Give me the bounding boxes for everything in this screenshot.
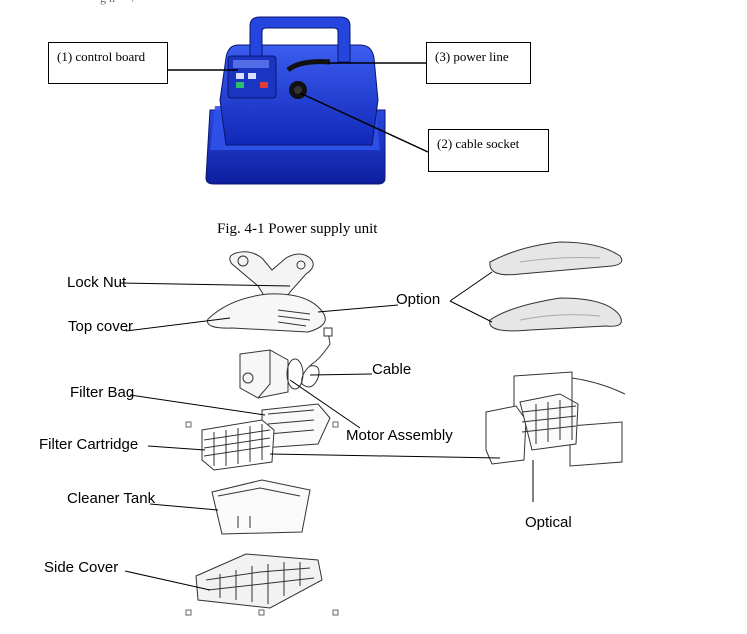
leader-lines bbox=[119, 271, 534, 591]
motor-assembly-part bbox=[239, 349, 304, 399]
figure-caption: Fig. 4-1 Power supply unit bbox=[217, 221, 378, 237]
label-top-cover: Top cover bbox=[68, 318, 134, 335]
label-cable: Cable bbox=[372, 361, 412, 378]
label-side-cover: Side Cover bbox=[44, 559, 119, 576]
power-supply-unit-drawing bbox=[168, 16, 429, 185]
side-cover-part bbox=[195, 553, 323, 609]
selection-handles bbox=[185, 421, 339, 616]
top-cover-part bbox=[207, 293, 326, 333]
clipped-text-fragment: g n · · / · · · · bbox=[100, 0, 163, 6]
option-part-upper bbox=[489, 241, 623, 276]
lock-nut-part bbox=[229, 251, 314, 305]
callout-power-line: (3) power line bbox=[426, 42, 531, 84]
callout-cable-socket-text: (2) cable socket bbox=[437, 136, 520, 151]
label-motor-assembly: Motor Assembly bbox=[346, 427, 453, 444]
callout-control-board-text: (1) control board bbox=[57, 49, 146, 64]
label-filter-cartridge: Filter Cartridge bbox=[39, 436, 139, 453]
power-line bbox=[286, 59, 331, 73]
option-part-lower bbox=[489, 297, 622, 332]
exploded-parts-drawing bbox=[119, 241, 626, 616]
label-lock-nut: Lock Nut bbox=[67, 274, 127, 291]
filter-cartridge-part bbox=[201, 419, 275, 471]
callout-power-line-text: (3) power line bbox=[435, 49, 509, 64]
cable-part bbox=[301, 327, 333, 388]
label-option: Option bbox=[396, 291, 441, 308]
callout-control-board: (1) control board bbox=[48, 42, 168, 84]
label-filter-bag: Filter Bag bbox=[70, 384, 135, 401]
callout-cable-socket: (2) cable socket bbox=[428, 129, 549, 172]
optical-part bbox=[485, 371, 626, 467]
label-optical: Optical bbox=[525, 514, 572, 531]
cleaner-tank-part bbox=[211, 479, 311, 535]
label-cleaner-tank: Cleaner Tank bbox=[67, 490, 156, 507]
